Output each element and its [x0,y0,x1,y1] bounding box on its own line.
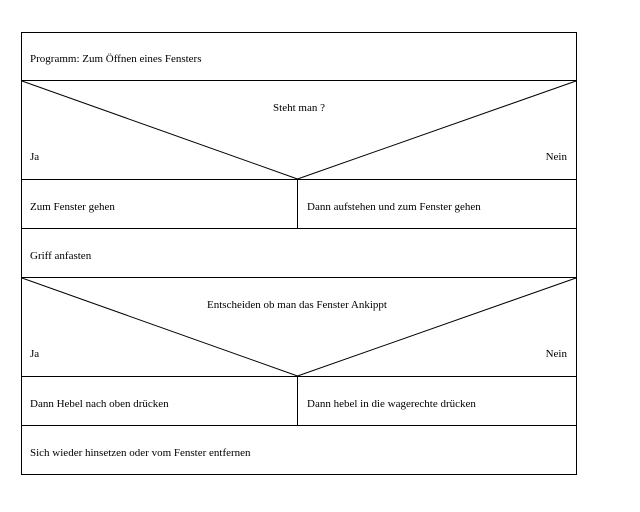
decision1-question: Steht man ? [273,102,325,114]
decision1-diagonal-left [21,80,298,180]
decision2-no-label: Nein [545,348,567,360]
decision1-yes-label: Ja [30,151,40,163]
decision2-diagonal-right [297,277,577,377]
decision2-no-action: Dann hebel in die wagerechte drücken [307,398,476,410]
final-step-text: Sich wieder hinsetzen oder vom Fenster e… [30,447,251,459]
step2-text: Griff anfasten [30,250,92,262]
program-title: Programm: Zum Öffnen eines Fensters [30,53,202,65]
decision1-no-label: Nein [545,151,567,163]
decision2-diagonal-left [21,277,298,377]
decision2-question: Entscheiden ob man das Fenster Ankippt [207,299,387,311]
diagram-border [21,32,577,475]
decision2-yes-label: Ja [30,348,40,360]
decision1-yes-action: Zum Fenster gehen [30,201,115,213]
decision1-no-action: Dann aufstehen und zum Fenster gehen [307,201,481,213]
decision2-yes-action: Dann Hebel nach oben drücken [30,398,169,410]
decision1-diagonal-right [297,80,577,180]
